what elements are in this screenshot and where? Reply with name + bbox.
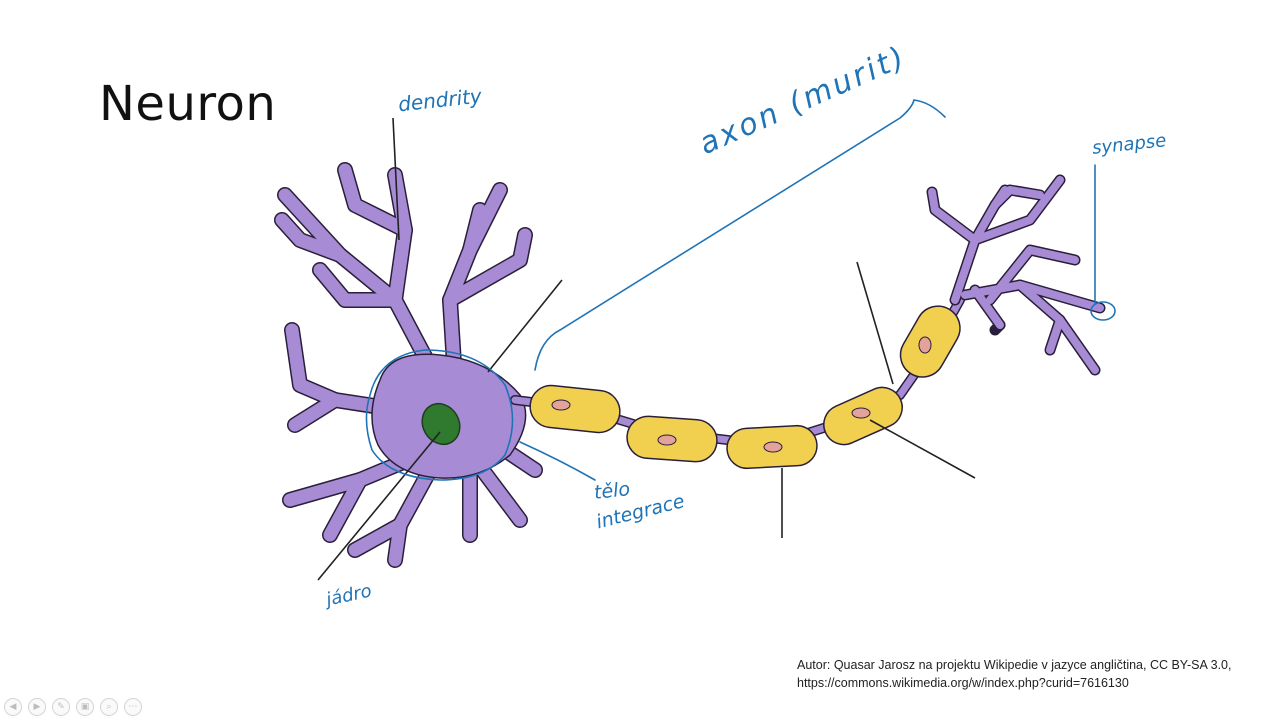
dendrites-fill [275,163,542,567]
page-title: Neuron [99,76,277,132]
pen-icon[interactable]: ✎ [52,698,70,716]
presentation-toolbar: ◀ ▶ ✎ ▣ ⌕ ⋯ [4,698,142,716]
cell-body-outline [365,349,514,481]
nucleus [421,402,461,446]
credit-line-2: https://commons.wikimedia.org/w/index.ph… [797,676,1129,690]
next-icon[interactable]: ▶ [28,698,46,716]
image-credit: Autor: Quasar Jarosz na projektu Wikiped… [797,656,1231,692]
schwann-nuclei [551,336,932,453]
annotations [365,99,1116,481]
slides-icon[interactable]: ▣ [76,698,94,716]
credit-line-1: Autor: Quasar Jarosz na projektu Wikiped… [797,658,1232,672]
myelin-segment [529,384,621,434]
pointer-lines [317,117,976,581]
more-icon[interactable]: ⋯ [124,698,142,716]
axon-brace [534,99,946,371]
label-cell-body: tělo [592,478,632,504]
zoom-icon[interactable]: ⌕ [100,698,118,716]
telo-pointer [519,441,596,481]
synapse-circle [1090,301,1116,321]
previous-icon[interactable]: ◀ [4,698,22,716]
